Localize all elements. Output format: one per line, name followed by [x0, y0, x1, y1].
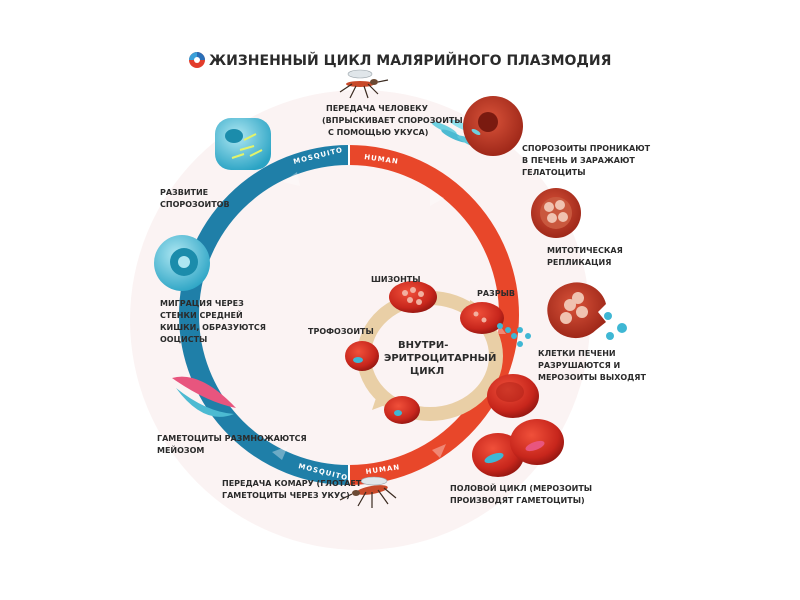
svg-text:СПОРОЗОИТОВ: СПОРОЗОИТОВ [160, 200, 230, 209]
label-mitotic: МИТОТИЧЕСКАЯ РЕПЛИКАЦИЯ [547, 246, 623, 267]
label-rupture: РАЗРЫВ [477, 289, 515, 298]
ring-stage-cell [384, 396, 420, 424]
svg-text:КЛЕТКИ ПЕЧЕНИ: КЛЕТКИ ПЕЧЕНИ [538, 349, 616, 358]
svg-text:ГАМЕТОЦИТЫ РАЗМНОЖАЮТСЯ: ГАМЕТОЦИТЫ РАЗМНОЖАЮТСЯ [157, 434, 307, 443]
svg-text:СПОРОЗОИТЫ ПРОНИКАЮТ: СПОРОЗОИТЫ ПРОНИКАЮТ [522, 144, 651, 153]
svg-text:КИШКИ, ОБРАЗУЮТСЯ: КИШКИ, ОБРАЗУЮТСЯ [160, 323, 266, 332]
title-block: ЖИЗНЕННЫЙ ЦИКЛ МАЛЯРИЙНОГО ПЛАЗМОДИЯ [189, 52, 611, 69]
svg-text:ПЕРЕДАЧА КОМАРУ (ГЛОТАЕТ: ПЕРЕДАЧА КОМАРУ (ГЛОТАЕТ [222, 479, 362, 488]
oocyst-cell [154, 235, 210, 291]
svg-text:ГАМЕТОЦИТЫ ЧЕРЕЗ УКУС): ГАМЕТОЦИТЫ ЧЕРЕЗ УКУС) [222, 491, 350, 500]
center-line-1: ВНУТРИ- [398, 340, 448, 351]
merozoites [517, 333, 531, 347]
label-schizonts: ШИЗОНТЫ [371, 275, 421, 284]
svg-text:ГЕЛАТОЦИТЫ: ГЕЛАТОЦИТЫ [522, 168, 586, 177]
svg-text:ПЕРЕДАЧА ЧЕЛОВЕКУ: ПЕРЕДАЧА ЧЕЛОВЕКУ [326, 104, 428, 113]
svg-text:РЕПЛИКАЦИЯ: РЕПЛИКАЦИЯ [547, 258, 611, 267]
svg-text:ПРОИЗВОДЯТ ГАМЕТОЦИТЫ): ПРОИЗВОДЯТ ГАМЕТОЦИТЫ) [450, 496, 585, 505]
center-line-2: ЭРИТРОЦИТАРНЫЙ [384, 351, 496, 364]
gametocyte-rbcs [472, 419, 564, 477]
svg-text:МЕРОЗОИТЫ ВЫХОДЯТ: МЕРОЗОИТЫ ВЫХОДЯТ [538, 373, 646, 382]
svg-text:МИТОТИЧЕСКАЯ: МИТОТИЧЕСКАЯ [547, 246, 623, 255]
mosquito-arc [179, 145, 350, 485]
label-sporozoites-liver: СПОРОЗОИТЫ ПРОНИКАЮТ В ПЕЧЕНЬ И ЗАРАЖАЮТ… [522, 144, 651, 177]
label-sporozoite-dev: РАЗВИТИЕ СПОРОЗОИТОВ [160, 188, 230, 209]
inner-cycle: ВНУТРИ- ЭРИТРОЦИТАРНЫЙ ЦИКЛ [345, 281, 523, 424]
svg-text:(ВПРЫСКИВАЕТ СПОРОЗОИТЫ: (ВПРЫСКИВАЕТ СПОРОЗОИТЫ [322, 116, 463, 125]
svg-text:В ПЕЧЕНЬ И ЗАРАЖАЮТ: В ПЕЧЕНЬ И ЗАРАЖАЮТ [522, 156, 635, 165]
mosquito-bottom-icon [339, 476, 397, 508]
mosquito-top-icon [339, 69, 389, 99]
gametocytes-icon [172, 376, 236, 417]
svg-text:МИГРАЦИЯ ЧЕРЕЗ: МИГРАЦИЯ ЧЕРЕЗ [160, 299, 244, 308]
svg-text:РАЗРУШАЮТСЯ И: РАЗРУШАЮТСЯ И [538, 361, 620, 370]
svg-text:ООЦИСТЫ: ООЦИСТЫ [160, 335, 207, 344]
label-gametocytes: ГАМЕТОЦИТЫ РАЗМНОЖАЮТСЯ МЕЙОЗОМ [157, 434, 307, 455]
logo-icon [189, 52, 205, 68]
label-transmission-human: ПЕРЕДАЧА ЧЕЛОВЕКУ (ВПРЫСКИВАЕТ СПОРОЗОИТ… [322, 104, 463, 137]
label-sexual-cycle: ПОЛОВОЙ ЦИКЛ (МЕРОЗОИТЫ ПРОИЗВОДЯТ ГАМЕТ… [450, 482, 592, 505]
human-arc [348, 145, 519, 485]
label-migration: МИГРАЦИЯ ЧЕРЕЗ СТЕНКИ СРЕДНЕЙ КИШКИ, ОБР… [160, 299, 266, 344]
rupture-cell [460, 302, 523, 339]
trophozoite-cell [345, 341, 379, 371]
oocyst-sporozoites-cell [215, 118, 271, 170]
label-transmission-mosquito: ПЕРЕДАЧА КОМАРУ (ГЛОТАЕТ ГАМЕТОЦИТЫ ЧЕРЕ… [222, 479, 362, 500]
hepatocyte-cell [463, 96, 523, 156]
svg-text:С ПОМОЩЬЮ УКУСА): С ПОМОЩЬЮ УКУСА) [328, 128, 428, 137]
bursting-liver-cell [547, 282, 627, 340]
page-title: ЖИЗНЕННЫЙ ЦИКЛ МАЛЯРИЙНОГО ПЛАЗМОДИЯ [209, 52, 611, 69]
svg-text:МЕЙОЗОМ: МЕЙОЗОМ [157, 444, 204, 455]
center-line-3: ЦИКЛ [410, 366, 444, 377]
svg-text:РАЗВИТИЕ: РАЗВИТИЕ [160, 188, 208, 197]
main-ring: MOSQUITO HUMAN MOSQUITO HUMAN [179, 145, 519, 485]
label-trophozoites: ТРОФОЗОИТЫ [308, 327, 374, 336]
schizont-cell [389, 281, 437, 313]
label-liver-burst: КЛЕТКИ ПЕЧЕНИ РАЗРУШАЮТСЯ И МЕРОЗОИТЫ ВЫ… [538, 349, 646, 382]
mitotic-liver-cell [531, 188, 581, 238]
svg-text:СТЕНКИ СРЕДНЕЙ: СТЕНКИ СРЕДНЕЙ [160, 309, 243, 320]
rbc-cluster-right [487, 374, 539, 418]
svg-text:ПОЛОВОЙ ЦИКЛ (МЕРОЗОИТЫ: ПОЛОВОЙ ЦИКЛ (МЕРОЗОИТЫ [450, 482, 592, 493]
